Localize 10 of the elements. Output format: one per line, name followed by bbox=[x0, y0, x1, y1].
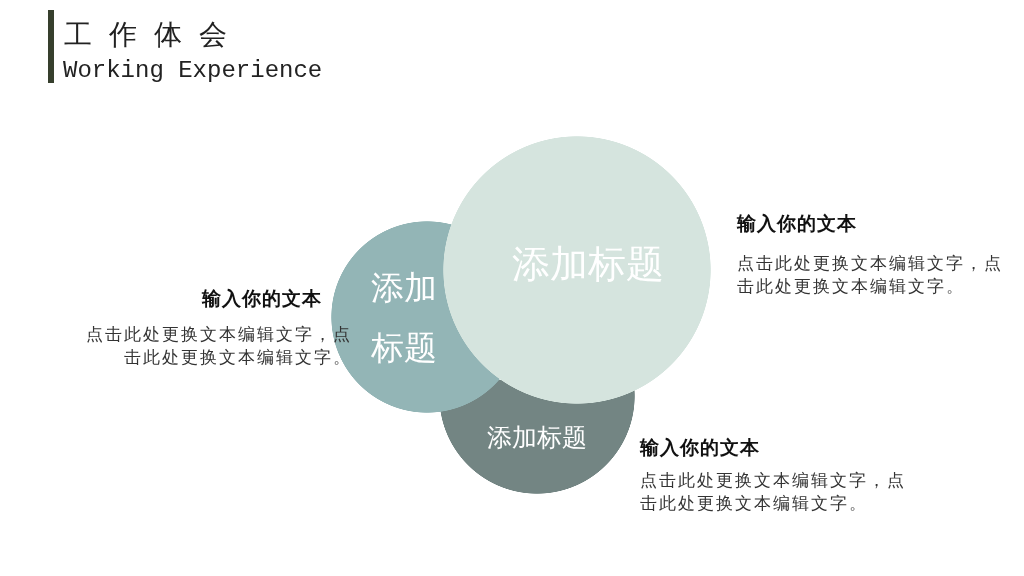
title: 工 作 体 会 bbox=[64, 17, 231, 53]
text-body: 点击此处更换文本编辑文字，点击此处更换文本编辑文字。 bbox=[640, 469, 907, 515]
text-heading: 输入你的文本 bbox=[737, 211, 857, 235]
text-body: 点击此处更换文本编辑文字，点击此处更换文本编辑文字。 bbox=[737, 252, 1004, 298]
text-body: 点击此处更换文本编辑文字，点击此处更换文本编辑文字。 bbox=[85, 323, 352, 369]
circle-title: 添加标题 bbox=[370, 267, 438, 369]
circle-title: 添加标题 bbox=[486, 423, 588, 453]
text-heading: 输入你的文本 bbox=[640, 435, 760, 459]
subtitle: Working Experience bbox=[63, 56, 323, 86]
text-heading: 输入你的文本 bbox=[202, 286, 322, 310]
